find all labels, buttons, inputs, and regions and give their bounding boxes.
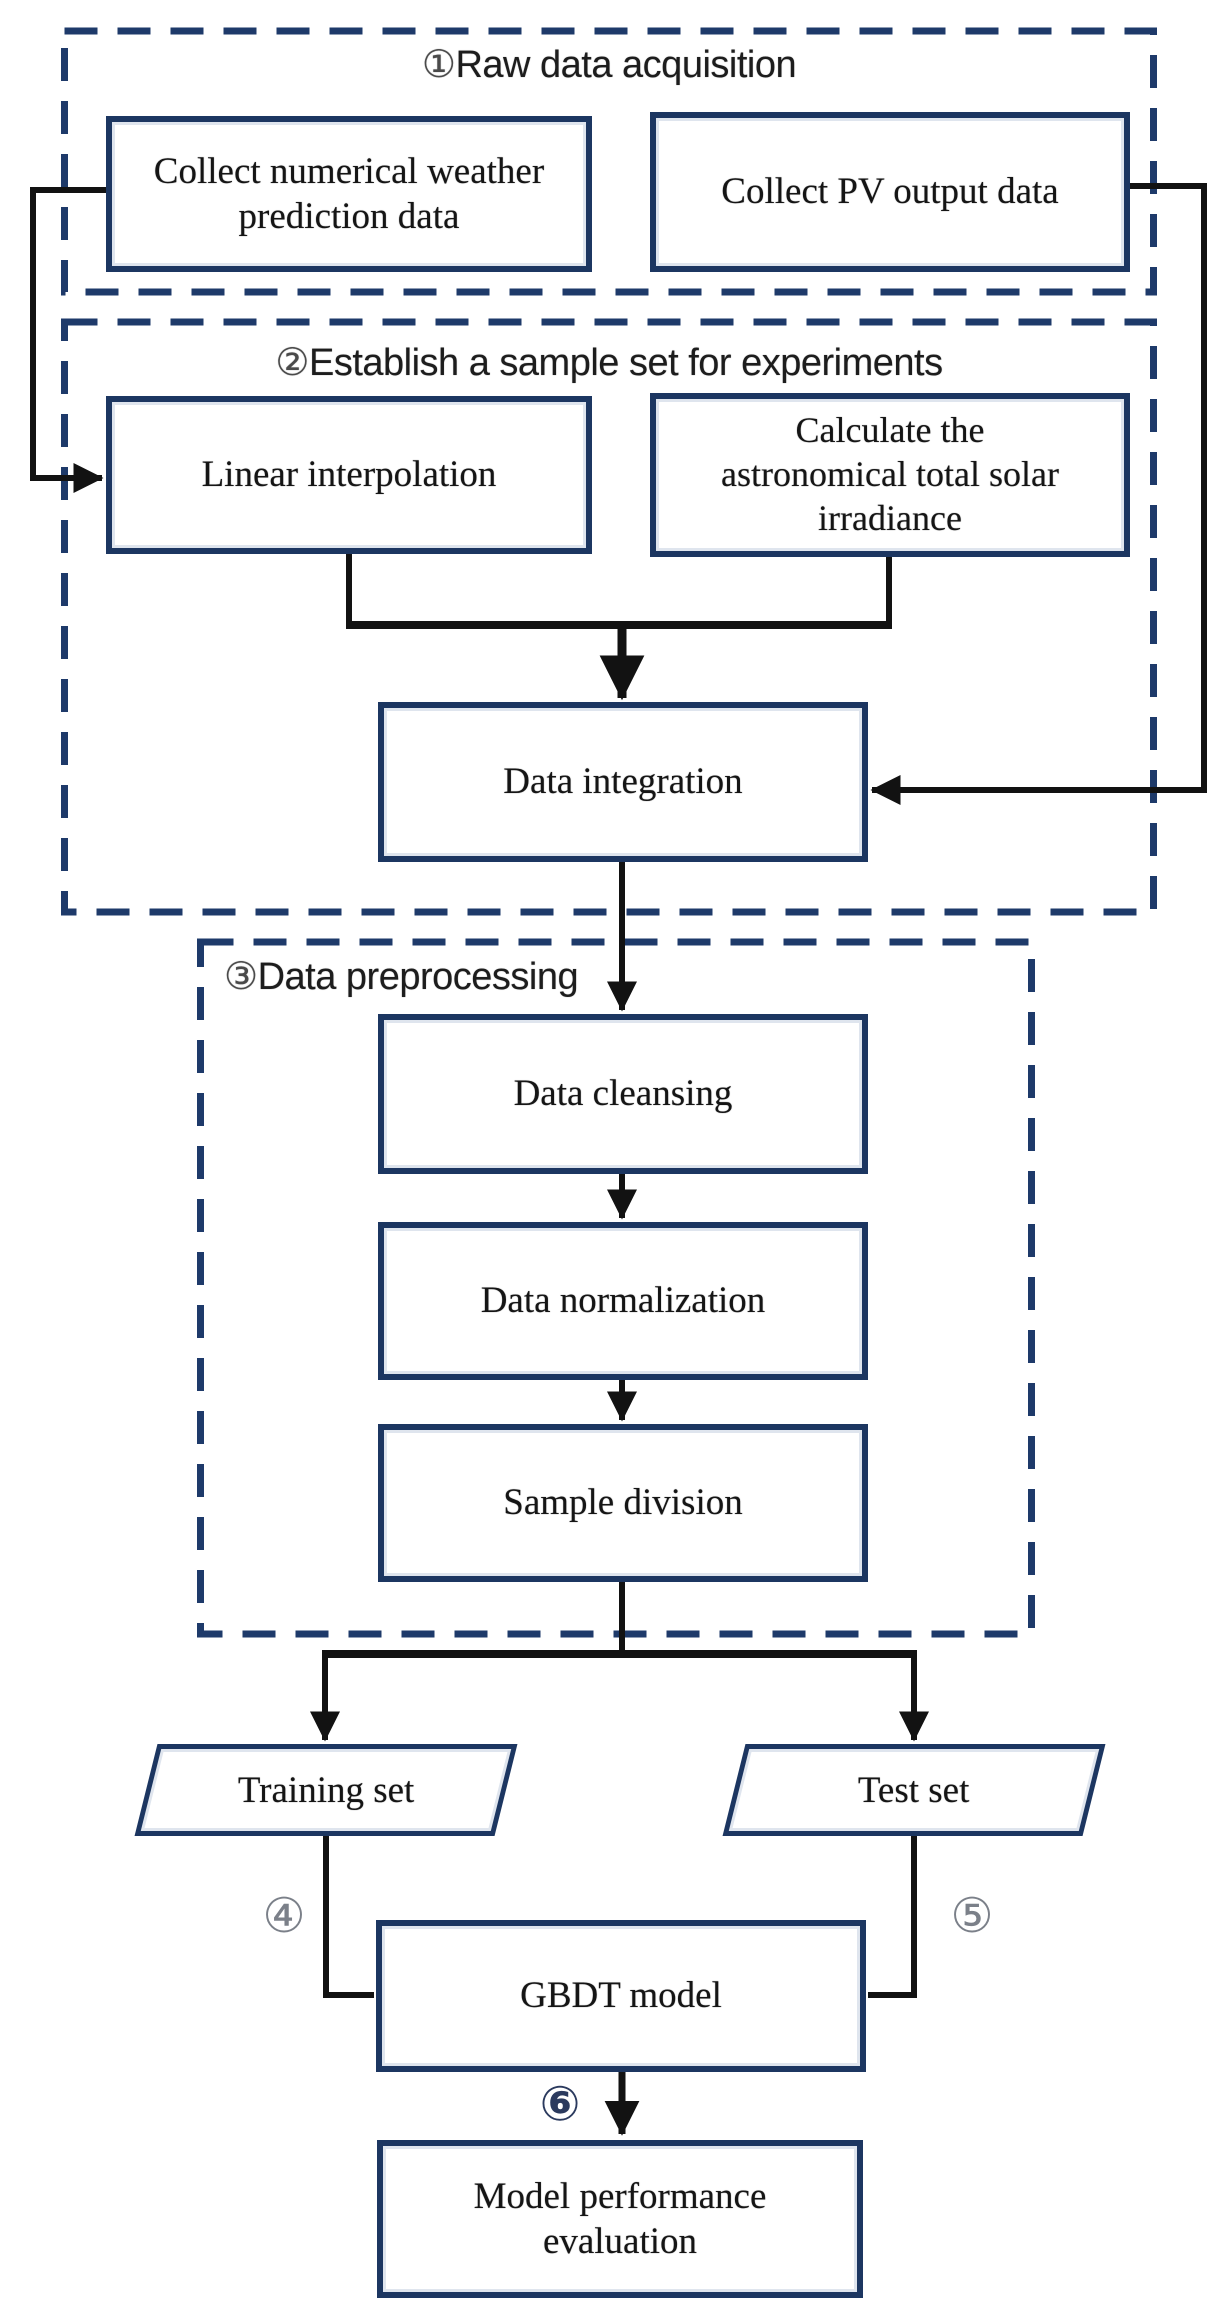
box-collect-pv-label: Collect PV output data: [721, 171, 1059, 213]
line-training-to-gbdt: [323, 1836, 374, 1998]
section2-title: Establish a sample set for experiments: [308, 342, 943, 384]
box-calc-astro: Calculate the astronomical total solar i…: [650, 393, 1130, 557]
box-data-cleansing: Data cleansing: [378, 1014, 868, 1174]
section1-dashed-border: [61, 27, 1157, 296]
section3-label: ③Data preprocessing: [224, 954, 579, 999]
section3-title: Data preprocessing: [257, 956, 579, 998]
box-gbdt-model: GBDT model: [376, 1920, 866, 2072]
box-collect-pv: Collect PV output data: [650, 112, 1130, 272]
box-collect-nwp-label: Collect numerical weather prediction dat…: [153, 150, 545, 237]
box-sample-division: Sample division: [378, 1424, 868, 1582]
section1-title: Raw data acquisition: [455, 44, 797, 86]
box-linear-interpolation-label: Linear interpolation: [201, 454, 497, 496]
box-model-evaluation: Model performance evaluation: [377, 2140, 863, 2298]
line-test-to-gbdt: [868, 1836, 917, 1998]
box-data-cleansing-label: Data cleansing: [513, 1073, 733, 1115]
box-sample-division-label: Sample division: [503, 1482, 743, 1524]
section3-number: ③: [224, 956, 258, 998]
step4-marker: ④: [262, 1888, 306, 1944]
io-training-set-label: Training set: [237, 1769, 415, 1811]
box-calc-astro-label: Calculate the astronomical total solar i…: [721, 410, 1059, 538]
arrow-nwp-to-linear-interpolation: [30, 187, 106, 493]
section2-label: ②Establish a sample set for experiments: [64, 340, 1154, 385]
section3-dashed-border: [197, 938, 1035, 1638]
box-linear-interpolation: Linear interpolation: [106, 396, 592, 554]
box-gbdt-model-label: GBDT model: [520, 1975, 722, 2017]
box-model-evaluation-label: Model performance evaluation: [473, 2175, 767, 2262]
box-data-integration-label: Data integration: [503, 761, 743, 803]
box-collect-nwp: Collect numerical weather prediction dat…: [106, 116, 592, 272]
section1-number: ①: [421, 44, 456, 86]
section2-number: ②: [275, 342, 309, 384]
io-test-set: Test set: [722, 1744, 1106, 1836]
section2-dashed-border: [61, 318, 1157, 916]
section1-label: ①Raw data acquisition: [64, 42, 1154, 87]
box-data-normalization: Data normalization: [378, 1222, 868, 1380]
arrow-pv-to-data-integration: [870, 183, 1207, 805]
step5-marker: ⑤: [950, 1888, 994, 1944]
box-data-integration: Data integration: [378, 702, 868, 862]
io-training-set: Training set: [134, 1744, 518, 1836]
step6-marker: ⑥: [539, 2076, 581, 2132]
io-test-set-label: Test set: [858, 1769, 970, 1811]
box-data-normalization-label: Data normalization: [480, 1280, 766, 1322]
